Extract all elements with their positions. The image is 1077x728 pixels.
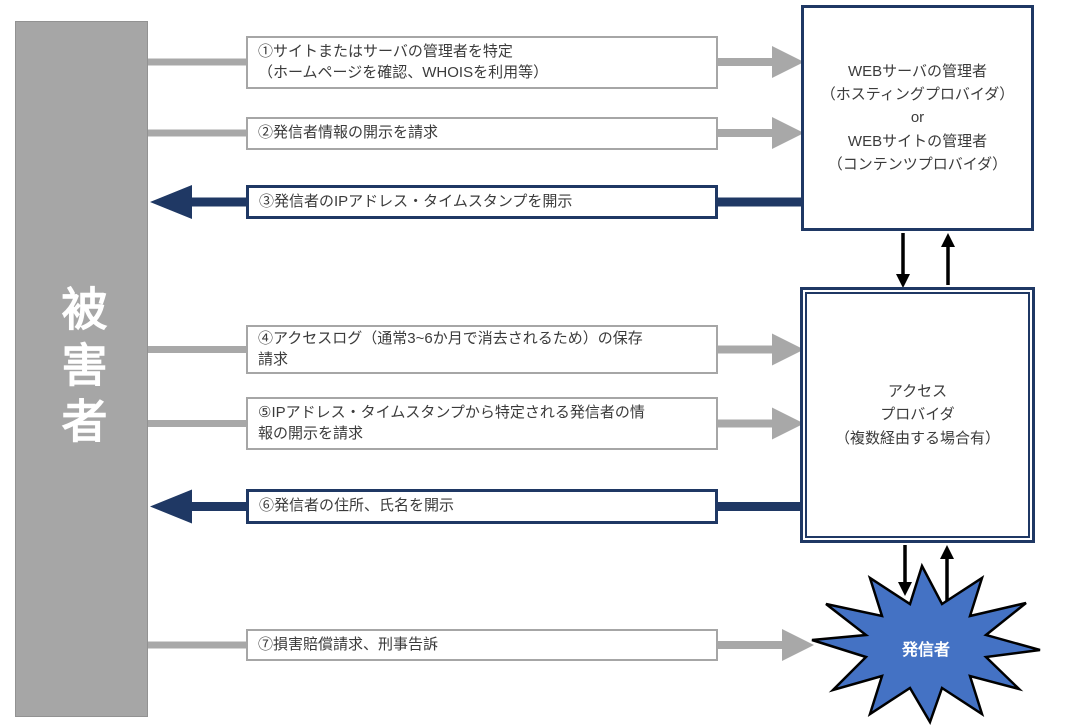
step-label-3: ③発信者のIPアドレス・タイムスタンプを開示 [259, 192, 573, 210]
step-label-7: ⑦損害賠償請求、刑事告訴 [258, 635, 439, 653]
step-label-4: ④アクセスログ（通常3~6か月で消去されるため）の保存 請求 [258, 330, 643, 368]
step-box-1: ①サイトまたはサーバの管理者を特定 （ホームページを確認、WHOISを利用等） [246, 36, 718, 89]
connector-step7 [148, 641, 246, 649]
step-box-4: ④アクセスログ（通常3~6か月で消去されるため）の保存 請求 [246, 325, 718, 374]
step-box-7: ⑦損害賠償請求、刑事告訴 [246, 629, 718, 661]
arrow-step6-left [150, 489, 802, 524]
arrow-step4-right [718, 333, 804, 366]
connector-step1 [148, 58, 246, 66]
victim-bar: 被害者 [15, 21, 148, 717]
sender-starburst [811, 562, 1041, 725]
step-label-5: ⑤IPアドレス・タイムスタンプから特定される発信者の情 報の開示を請求 [258, 404, 645, 442]
connector-step5 [148, 420, 246, 427]
step-box-3: ③発信者のIPアドレス・タイムスタンプを開示 [246, 185, 718, 219]
arrow-step5-right [718, 407, 804, 440]
arrow-step2-right [718, 117, 804, 149]
web-admin-label: WEBサーバの管理者 （ホスティングプロバイダ） or WEBサイトの管理者 （… [820, 62, 1015, 173]
arrow-step7-right [718, 629, 814, 661]
connector-step4 [148, 346, 246, 353]
arrow-step3-left [150, 185, 803, 219]
step-box-5: ⑤IPアドレス・タイムスタンプから特定される発信者の情 報の開示を請求 [246, 397, 718, 450]
web-admin-box: WEBサーバの管理者 （ホスティングプロバイダ） or WEBサイトの管理者 （… [801, 5, 1034, 231]
step-label-6: ⑥発信者の住所、氏名を開示 [259, 497, 455, 515]
arrow-step1-right [718, 46, 804, 78]
connector-step2 [148, 129, 246, 137]
step-label-1: ①サイトまたはサーバの管理者を特定 （ホームページを確認、WHOISを利用等） [258, 43, 549, 81]
arrow-web-to-access-down [896, 233, 910, 288]
access-provider-label: アクセス プロバイダ （複数経由する場合有） [834, 383, 1000, 447]
arrow-access-to-web-up [941, 233, 955, 285]
sender-label: 発信者 [901, 642, 950, 659]
access-provider-box: アクセス プロバイダ （複数経由する場合有） [800, 287, 1035, 543]
arrow-access-to-sender-down [898, 545, 912, 596]
step-box-6: ⑥発信者の住所、氏名を開示 [246, 489, 718, 524]
step-box-2: ②発信者情報の開示を請求 [246, 117, 718, 150]
step-label-2: ②発信者情報の開示を請求 [258, 124, 439, 142]
victim-label: 被害者 [55, 285, 108, 453]
